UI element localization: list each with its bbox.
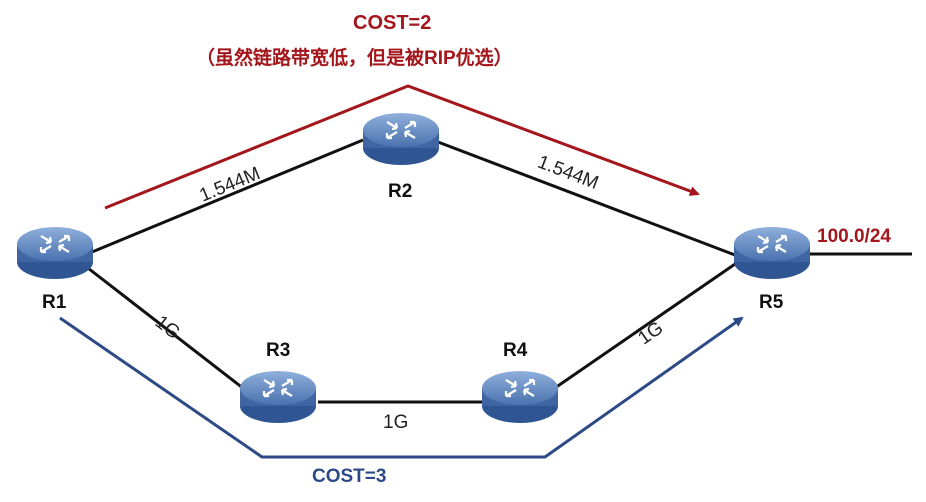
router-label-r2: R2 [388, 181, 413, 202]
link-r2-r5 [437, 140, 736, 257]
link-label-r4-r5: 1G [634, 318, 667, 350]
link-r1-r3 [83, 263, 249, 394]
link-label-r1-r2: 1.544M [197, 163, 264, 206]
router-label-r5: R5 [759, 292, 784, 313]
router-r3-icon[interactable] [240, 371, 316, 423]
link-r1-r2 [91, 138, 364, 254]
router-r4-icon[interactable] [482, 371, 558, 423]
network-prefix: 100.0/24 [817, 226, 891, 247]
link-r4-r5 [551, 260, 739, 392]
router-label-r4: R4 [503, 340, 528, 361]
router-label-r1: R1 [42, 292, 67, 313]
alternate-path-arrow [59, 316, 744, 459]
router-r2-icon[interactable] [363, 113, 439, 165]
link-label-r3-r4: 1G [383, 412, 409, 433]
router-r1-icon[interactable] [17, 227, 93, 279]
preferred-path-note: （虽然链路带宽低，但是被RIP优选） [196, 48, 513, 69]
alternate-path-cost: COST=3 [312, 466, 387, 487]
router-label-r3: R3 [266, 340, 291, 361]
link-label-r2-r5: 1.544M [535, 152, 602, 194]
router-r5-icon[interactable] [734, 227, 810, 279]
preferred-path-cost: COST=2 [353, 12, 432, 34]
preferred-path-arrow [104, 84, 700, 210]
